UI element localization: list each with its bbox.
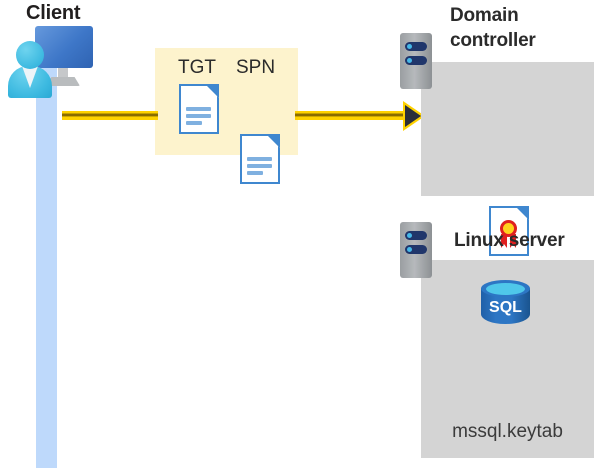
monitor-base-icon [46,77,80,86]
rack-led-icon [407,58,412,63]
rack-bay [405,245,427,254]
client-user-monitor-icon [5,26,95,98]
monitor-screen-icon [35,26,93,68]
document-text-line [247,164,272,168]
sql-database-label: SQL [489,299,522,316]
document-text-line [247,157,272,161]
spn-label: SPN [236,57,276,78]
rack-bay [405,42,427,51]
domain-controller-label: Domain controller [450,3,600,53]
certificate-document-icon [489,206,529,256]
client-lifeline [36,62,57,468]
certificate-seal-icon [500,220,517,237]
domain-controller-label-line1: Domain [450,5,519,26]
monitor-neck-icon [58,68,68,79]
flow-arrow-segment-right [295,111,407,120]
certificate-ribbon-right [510,234,516,248]
sql-cylinder-top-inner [486,283,525,295]
domain-controller-box [421,62,594,196]
document-text-line [186,107,211,111]
domain-controller-label-line2: controller [450,30,536,51]
rack-led-icon [407,233,412,238]
flow-arrow-head-inner [405,105,421,127]
flow-arrow-segment-left [62,111,158,120]
tgt-document-icon [179,84,219,134]
rack-bay [405,231,427,240]
document-text-line [186,114,211,118]
keytab-filename-label: mssql.keytab [452,421,563,442]
document-text-line [186,121,202,125]
tgt-label: TGT [178,57,216,78]
linux-server-label: Linux server [454,230,565,251]
spn-document-icon [240,134,280,184]
document-text-line [247,171,263,175]
client-label: Client [26,2,81,24]
rack-bay [405,56,427,65]
domain-controller-server-rack-icon [400,33,432,89]
rack-led-icon [407,44,412,49]
certificate-ribbon-left [501,234,507,248]
rack-led-icon [407,247,412,252]
person-head-icon [16,41,44,69]
sql-database-icon: SQL [481,280,530,332]
linux-server-rack-icon [400,222,432,278]
